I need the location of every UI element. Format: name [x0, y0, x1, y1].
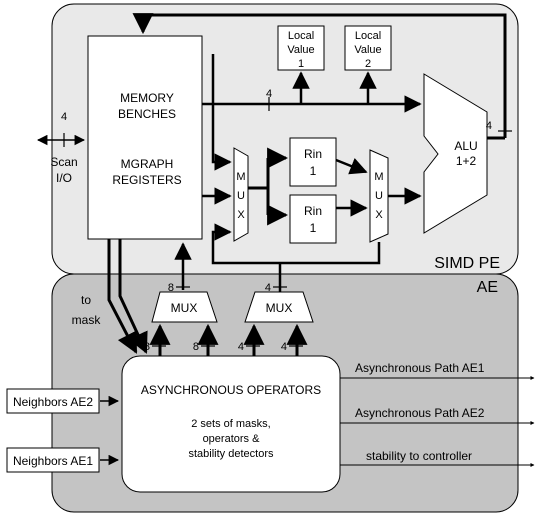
mux-left-u: U	[237, 190, 245, 202]
neighbors-ae2-label: Neighbors AE2	[13, 395, 93, 409]
async-ops-title: ASYNCHRONOUS OPERATORS	[141, 383, 321, 397]
neighbors-ae2-box	[6, 388, 100, 414]
mux-in-8a: 8	[144, 341, 150, 353]
memory-line4: REGISTERS	[112, 173, 181, 187]
output-path-ae1: Asynchronous Path AE1	[355, 361, 485, 375]
local-value-2-line1: Local	[355, 30, 381, 42]
alu-line2: 1+2	[456, 154, 477, 168]
mux-small-2	[244, 291, 314, 323]
mux-left-x: X	[237, 209, 245, 221]
mux-small-1	[151, 291, 218, 323]
to-mask-line1: to	[81, 293, 91, 307]
output-path-ae2: Asynchronous Path AE2	[355, 406, 485, 420]
mux-small-2-label: MUX	[266, 301, 293, 315]
memory-block	[87, 35, 203, 240]
rin-bottom-box	[289, 194, 337, 244]
scan-io-line2: I/O	[56, 171, 72, 185]
local-value-1-line3: 1	[298, 58, 304, 70]
mux-right	[369, 149, 389, 243]
rin-top-line1: Rin	[304, 147, 322, 161]
bus-ticks	[63, 97, 512, 347]
bus-width-mux1: 8	[168, 282, 174, 294]
alu-line1: ALU	[454, 139, 477, 153]
mux-small-1-label: MUX	[171, 301, 198, 315]
local-value-2-line2: Value	[354, 44, 381, 56]
mux-left	[233, 147, 249, 242]
scan-io-width: 4	[61, 111, 67, 123]
async-ops-line3: stability detectors	[189, 448, 274, 460]
alu-block	[423, 73, 488, 234]
rin-top-box	[289, 137, 337, 187]
local-value-2-line3: 2	[365, 58, 371, 70]
memory-line3: MGRAPH	[121, 157, 174, 171]
mux-left-m: M	[236, 171, 245, 183]
memory-line2: BENCHES	[118, 107, 176, 121]
mux-right-m: M	[374, 171, 383, 183]
async-ops-line2: operators &	[203, 433, 261, 445]
to-mask-line2: mask	[72, 313, 102, 327]
neighbors-ae1-box	[6, 447, 100, 473]
lower-wires	[100, 239, 535, 467]
memory-line1: MEMORY	[120, 91, 174, 105]
mux-in-8b: 8	[193, 341, 199, 353]
bus-width-mux2: 4	[265, 282, 271, 294]
ae-label: AE	[477, 279, 498, 296]
simd-pe-label: SIMD PE	[434, 255, 500, 272]
rin-top-line2: 1	[310, 164, 317, 178]
bus-width-alu: 4	[486, 120, 492, 132]
output-stability: stability to controller	[366, 449, 472, 463]
scan-io-line1: Scan	[50, 155, 77, 169]
mux-right-u: U	[375, 190, 383, 202]
local-value-1-line2: Value	[287, 44, 314, 56]
async-operators-box	[121, 355, 341, 493]
mux-in-4a: 4	[238, 341, 244, 353]
async-ops-line1: 2 sets of masks,	[191, 418, 270, 430]
rin-bottom-line2: 1	[310, 221, 317, 235]
rin-bottom-line1: Rin	[304, 204, 322, 218]
neighbors-ae1-label: Neighbors AE1	[13, 454, 93, 468]
upper-wires	[36, 13, 507, 292]
local-value-1-line1: Local	[288, 30, 314, 42]
bus-width-top: 4	[266, 88, 272, 100]
mux-in-4b: 4	[281, 341, 287, 353]
mux-right-x: X	[375, 209, 383, 221]
local-value-1-box	[277, 25, 325, 71]
local-value-2-box	[344, 25, 392, 71]
